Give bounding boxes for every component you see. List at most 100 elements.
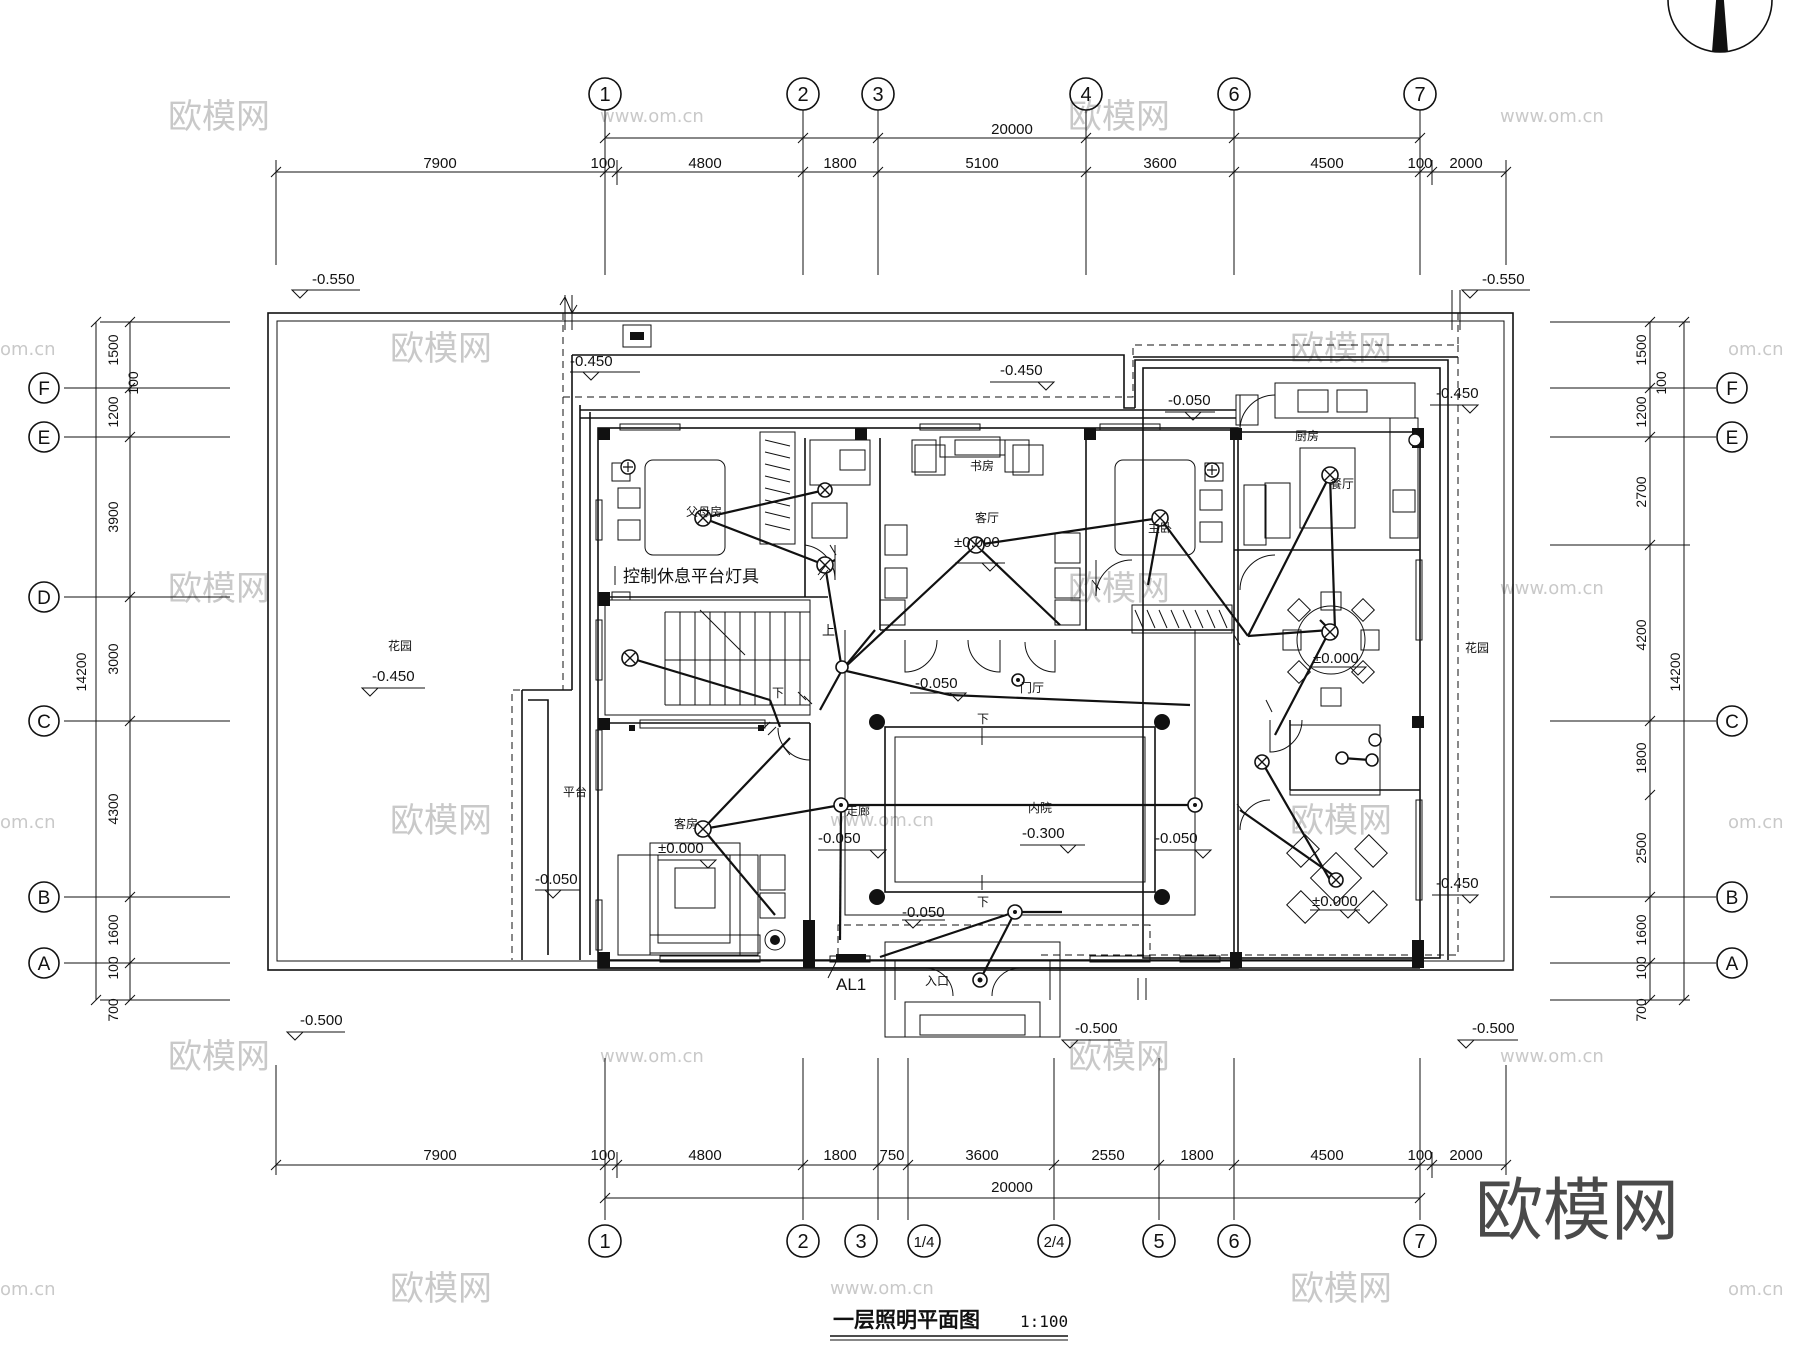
stair [604, 599, 811, 716]
dimension-lines-top [270, 132, 1512, 185]
dim: 750 [879, 1147, 904, 1164]
room-label-parents: 父母房 [686, 504, 722, 519]
svg-text:-0.050: -0.050 [1155, 830, 1198, 847]
stair-down-label: 下 [772, 686, 784, 700]
interior-walls [597, 427, 1421, 969]
watermark-logo: 欧模网 [1475, 1172, 1679, 1251]
dim: 100 [1633, 956, 1649, 980]
ceiling-light-icon [1254, 754, 1270, 770]
svg-text:3: 3 [872, 84, 883, 106]
furniture-guest-room [617, 719, 786, 956]
svg-text:±0.000: ±0.000 [1312, 893, 1358, 910]
level-marker: -0.450 [990, 362, 1056, 391]
axis-bubble: E [28, 421, 60, 453]
dim: 4500 [1310, 1147, 1343, 1164]
svg-text:±0.000: ±0.000 [1313, 650, 1359, 667]
wall-light-icon [770, 935, 780, 945]
svg-text:A: A [38, 954, 51, 975]
level-marker: -0.450 [1430, 385, 1480, 414]
dim: 3000 [105, 643, 121, 674]
axis-bubble: 6 [1217, 1224, 1251, 1258]
lighting-wiring [629, 474, 1371, 981]
ceiling-light-icon [620, 459, 636, 475]
drawing-title: 一层照明平面图 1:100 [830, 1309, 1068, 1341]
room-label-courtyard: 内院 [1028, 801, 1052, 815]
dim-total: 14200 [73, 652, 89, 691]
level-marker: -0.450 [360, 668, 425, 697]
dimension-text-top: 20000 7900 100 4800 1800 5100 3600 4500 … [423, 121, 1482, 172]
ceiling-light-icon [1365, 753, 1379, 767]
dim: 1800 [1180, 1147, 1213, 1164]
svg-text:1: 1 [599, 1231, 610, 1253]
level-marker: -0.550 [1460, 271, 1530, 299]
dim: 1600 [1633, 914, 1649, 945]
axis-bubble: 3 [844, 1224, 878, 1258]
svg-text:F: F [1726, 379, 1738, 400]
level-marker: -0.050 [910, 675, 968, 702]
ceiling-light-icon [1321, 623, 1339, 641]
watermark-url: www.om.cn [830, 810, 934, 831]
dim: 4800 [688, 155, 721, 172]
level-marker: ±0.000 [1310, 650, 1368, 676]
furniture-parents-room [611, 431, 871, 601]
watermark: 欧模网 [1290, 1269, 1392, 1309]
watermark-url: om.cn [0, 1279, 56, 1300]
svg-text:C: C [37, 712, 51, 733]
level-marker: -0.450 [570, 353, 640, 381]
svg-text:E: E [1726, 428, 1739, 449]
dim: 7900 [423, 155, 456, 172]
watermark: 欧模网 [1290, 329, 1392, 369]
svg-text:2: 2 [797, 1231, 808, 1253]
dim: 4800 [688, 1147, 721, 1164]
ceiling-light-icon [694, 509, 712, 527]
svg-text:-0.500: -0.500 [1472, 1020, 1515, 1037]
watermark: 欧模网 [168, 1037, 270, 1077]
dim: 2500 [1633, 832, 1649, 863]
svg-text:7: 7 [1414, 1231, 1425, 1253]
svg-text:-0.050: -0.050 [915, 675, 958, 692]
ceiling-light-icon [1151, 509, 1169, 527]
watermark: 欧模网 [1068, 569, 1170, 609]
svg-text:-0.050: -0.050 [902, 904, 945, 921]
axis-bubble: 1 [588, 1224, 622, 1258]
level-marker: -0.550 [290, 271, 360, 299]
watermark-url: om.cn [1728, 339, 1784, 360]
ceiling-light-icon [1011, 673, 1025, 687]
furniture-study [879, 436, 1081, 626]
axis-bubble: 6 [1217, 77, 1251, 111]
ceiling-light-icon [833, 797, 849, 813]
svg-text:6: 6 [1228, 1231, 1239, 1253]
axis-bubble: 1/4 [907, 1224, 941, 1258]
dim: 1500 [1633, 334, 1649, 365]
room-label-master: 主卧 [1148, 521, 1172, 535]
ceiling-light-icon [816, 556, 834, 574]
svg-text:A: A [1726, 954, 1739, 975]
dim: 2550 [1091, 1147, 1124, 1164]
distribution-panel: AL1 [827, 954, 866, 994]
level-marker: -0.050 [1165, 392, 1215, 421]
drawing-title-text: 一层照明平面图 [833, 1309, 980, 1332]
svg-text:±0.000: ±0.000 [658, 840, 704, 857]
svg-text:-0.450: -0.450 [372, 668, 415, 685]
svg-text:B: B [1726, 888, 1739, 909]
meter-box [622, 324, 652, 348]
furniture-tea-area [1286, 724, 1388, 924]
axis-bubble: 2 [786, 1224, 820, 1258]
dim: 4300 [105, 793, 121, 824]
watermark-url: om.cn [1728, 1279, 1784, 1300]
svg-text:5: 5 [1153, 1231, 1164, 1253]
watermark-url: om.cn [0, 339, 56, 360]
watermark: 欧模网 [168, 569, 270, 609]
panel-label: AL1 [836, 975, 866, 994]
ceiling-light-icon [817, 482, 833, 498]
dimension-lines-right [1644, 316, 1690, 1006]
room-label-corridor: 走廊 [846, 803, 870, 818]
level-marker: -0.050 [902, 904, 945, 929]
dim: 1200 [1633, 396, 1649, 427]
watermark: 欧模网 [1068, 1037, 1170, 1077]
watermark-url: www.om.cn [1500, 106, 1604, 127]
building-outline [521, 354, 1458, 960]
axis-bubble: F [1716, 372, 1748, 404]
furniture-kitchen [1264, 382, 1419, 539]
watermark: 欧模网 [390, 329, 492, 369]
